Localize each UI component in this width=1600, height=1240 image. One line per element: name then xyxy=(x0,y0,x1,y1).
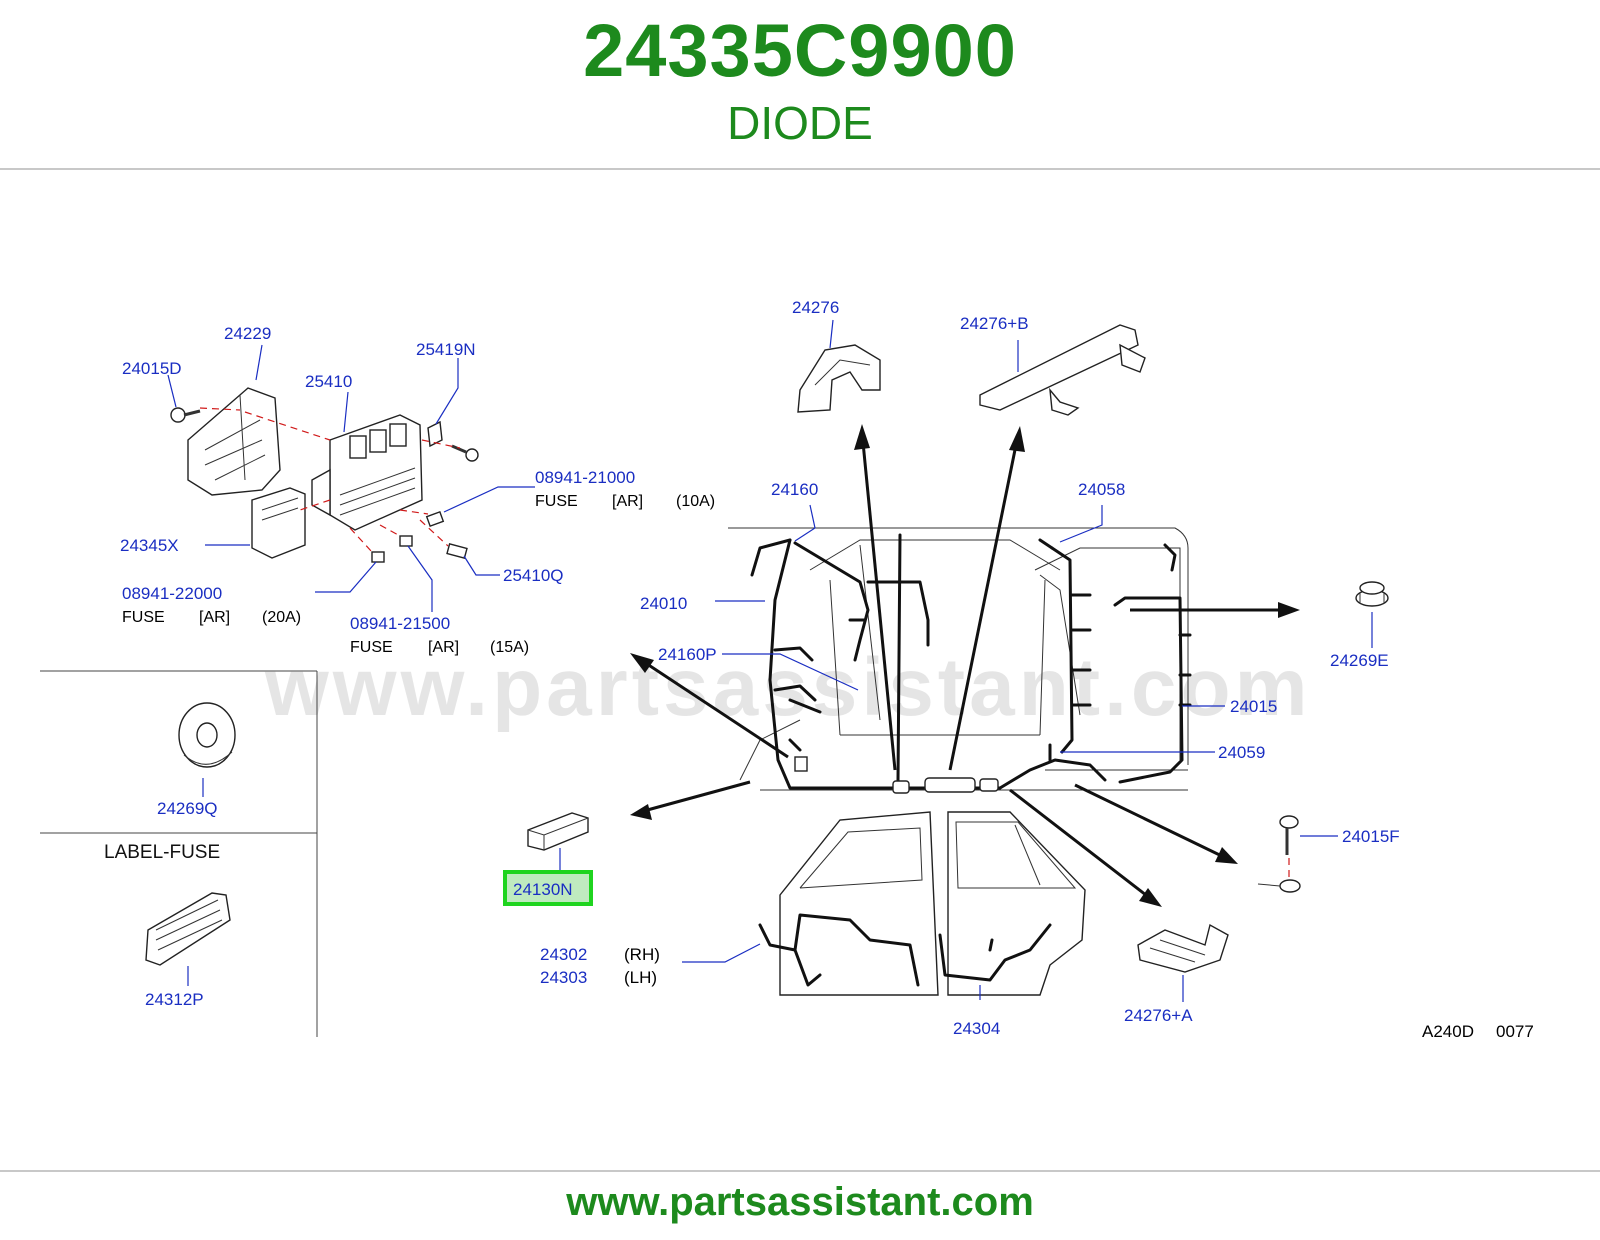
label-24303: 24303 xyxy=(540,968,587,987)
label-24015f: 24015F xyxy=(1342,827,1400,846)
label-08941-21500: 08941-21500 xyxy=(350,614,450,633)
fuse-10a-part xyxy=(425,511,445,527)
label-lh: (LH) xyxy=(624,968,657,987)
header: 24335C9900 DIODE xyxy=(0,0,1600,170)
label-label-fuse: LABEL-FUSE xyxy=(104,842,220,863)
bolt-24015d-part xyxy=(170,407,186,423)
inset-panel xyxy=(40,670,318,1037)
fuse-15a-part xyxy=(399,535,413,547)
label-24229: 24229 xyxy=(224,324,271,343)
label-25410: 25410 xyxy=(305,372,352,391)
rear-wiring-harness xyxy=(998,538,1192,790)
bracket-24229-part xyxy=(187,387,281,496)
label-24058: 24058 xyxy=(1078,480,1125,499)
clip-24015f-part xyxy=(1257,815,1301,893)
fuse-20a-part xyxy=(371,551,385,563)
bracket-24276-part xyxy=(797,344,881,413)
label-24160: 24160 xyxy=(771,480,818,499)
label-fuse-15a-amp: (15A) xyxy=(490,639,529,656)
main-wiring-harness xyxy=(750,533,1002,794)
fuse-puller-25410q-part xyxy=(446,542,468,560)
diode-24130n-part xyxy=(527,812,589,851)
part-name-subtitle: DIODE xyxy=(727,97,873,149)
bracket-24276a-part xyxy=(1137,923,1229,973)
label-24345x: 24345X xyxy=(120,536,179,555)
diagram-code: A240D xyxy=(1422,1022,1474,1041)
rear-door-part xyxy=(947,811,1086,996)
front-door-part xyxy=(779,811,939,996)
part-number-title: 24335C9900 xyxy=(583,9,1017,92)
fuse-label-24312p-part xyxy=(145,892,231,966)
highlight-box-24130n[interactable] xyxy=(503,870,593,906)
label-24015: 24015 xyxy=(1230,697,1277,716)
label-08941-22000: 08941-22000 xyxy=(122,584,222,603)
label-24059: 24059 xyxy=(1218,743,1265,762)
label-fuse-10a-amp: (10A) xyxy=(676,493,715,510)
label-fuse-10a-ar: [AR] xyxy=(612,493,643,510)
label-08941-21000: 08941-21000 xyxy=(535,468,635,487)
grommet-24269e-part xyxy=(1355,581,1389,607)
label-fuse-15a-fuse: FUSE xyxy=(350,639,393,656)
label-24302: 24302 xyxy=(540,945,587,964)
diagram-number: 0077 xyxy=(1496,1022,1534,1041)
label-rh: (RH) xyxy=(624,945,660,964)
label-fuse-20a-fuse: FUSE xyxy=(122,609,165,626)
label-24304: 24304 xyxy=(953,1019,1000,1038)
label-24276: 24276 xyxy=(792,298,839,317)
label-fuse-20a-amp: (20A) xyxy=(262,609,301,626)
label-25410q: 25410Q xyxy=(503,566,564,585)
label-24010: 24010 xyxy=(640,594,687,613)
label-24276a: 24276+A xyxy=(1124,1006,1193,1025)
reference-arrows xyxy=(630,424,1300,907)
door-harnesses xyxy=(758,913,1052,987)
bracket-24276b-part xyxy=(979,324,1139,411)
footer-divider xyxy=(0,1170,1600,1172)
label-fuse-15a-ar: [AR] xyxy=(428,639,459,656)
relay-box-24345x-part xyxy=(251,487,306,559)
label-24269e: 24269E xyxy=(1330,651,1389,670)
label-24276b: 24276+B xyxy=(960,314,1029,333)
label-24160p: 24160P xyxy=(658,645,717,664)
label-24015d: 24015D xyxy=(122,359,182,378)
label-fuse-20a-ar: [AR] xyxy=(199,609,230,626)
footer-website-link[interactable]: www.partsassistant.com xyxy=(566,1180,1034,1224)
fuse-block-assembly xyxy=(170,387,479,563)
label-25419n: 25419N xyxy=(416,340,476,359)
label-24312p: 24312P xyxy=(145,990,204,1009)
label-24130n[interactable]: 24130N xyxy=(513,880,573,899)
header-divider xyxy=(0,168,1600,170)
label-fuse-10a-fuse: FUSE xyxy=(535,493,578,510)
label-24269q: 24269Q xyxy=(157,799,218,818)
